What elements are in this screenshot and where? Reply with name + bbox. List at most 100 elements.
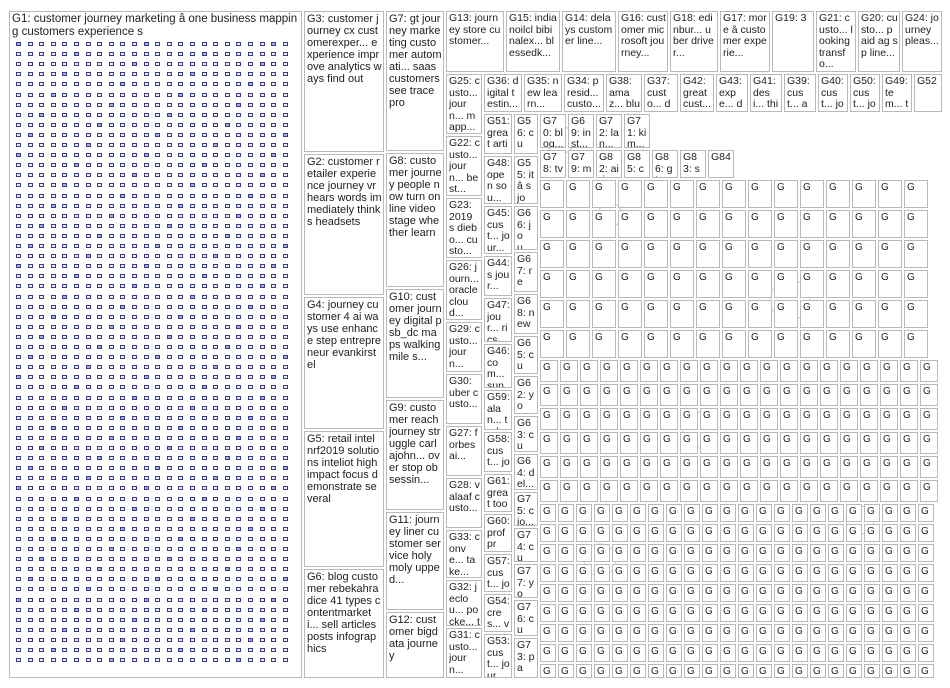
small-group[interactable]: G bbox=[900, 480, 918, 502]
small-group[interactable]: G bbox=[738, 624, 754, 642]
small-group[interactable]: G bbox=[560, 432, 578, 454]
small-group[interactable]: G bbox=[800, 180, 824, 208]
small-group[interactable]: G bbox=[560, 456, 578, 478]
small-group[interactable]: G bbox=[702, 524, 718, 542]
small-group[interactable]: G bbox=[644, 210, 668, 238]
group-G20[interactable]: G20: custo... paid ag sp line... bbox=[858, 11, 900, 72]
group-G52[interactable]: G52 bbox=[914, 74, 942, 112]
group-G34[interactable]: G34: presid... custo... bbox=[564, 74, 604, 112]
small-group[interactable]: G bbox=[612, 564, 628, 582]
small-group[interactable]: G bbox=[882, 544, 898, 562]
small-group[interactable]: G bbox=[576, 544, 592, 562]
small-group[interactable]: G bbox=[696, 330, 720, 358]
small-group[interactable]: G bbox=[748, 180, 772, 208]
small-group[interactable]: G bbox=[840, 480, 858, 502]
small-group[interactable]: G bbox=[828, 504, 844, 522]
small-group[interactable]: G bbox=[576, 524, 592, 542]
small-group[interactable]: G bbox=[846, 644, 862, 662]
small-group[interactable]: G bbox=[900, 544, 916, 562]
small-group[interactable]: G bbox=[648, 504, 664, 522]
small-group[interactable]: G bbox=[900, 408, 918, 430]
group-G64[interactable]: G64: del... cus... bbox=[514, 454, 538, 490]
small-group[interactable]: G bbox=[900, 456, 918, 478]
small-group[interactable]: G bbox=[648, 624, 664, 642]
small-group[interactable]: G bbox=[720, 384, 738, 406]
small-group[interactable]: G bbox=[592, 210, 616, 238]
small-group[interactable]: G bbox=[680, 384, 698, 406]
group-G24[interactable]: G24: journey pleas... bbox=[902, 11, 942, 72]
small-group[interactable]: G bbox=[860, 456, 878, 478]
group-G74[interactable]: G74: cus... bbox=[514, 528, 538, 562]
small-group[interactable]: G bbox=[792, 524, 808, 542]
group-G6[interactable]: G6: blog customer rebekahradice 41 types… bbox=[304, 569, 384, 678]
small-group[interactable]: G bbox=[840, 384, 858, 406]
small-group[interactable]: G bbox=[864, 644, 880, 662]
small-group[interactable]: G bbox=[792, 604, 808, 622]
small-group[interactable]: G bbox=[810, 564, 826, 582]
small-group[interactable]: G bbox=[880, 480, 898, 502]
small-group[interactable]: G bbox=[540, 270, 564, 298]
small-group[interactable]: G bbox=[620, 432, 638, 454]
small-group[interactable]: G bbox=[792, 644, 808, 662]
small-group[interactable]: G bbox=[660, 456, 678, 478]
small-group[interactable]: G bbox=[684, 604, 700, 622]
small-group[interactable]: G bbox=[620, 408, 638, 430]
small-group[interactable]: G bbox=[580, 408, 598, 430]
group-G58[interactable]: G58: cust... jour... bbox=[484, 432, 512, 472]
group-G55[interactable]: G55: itâ s jou... bbox=[514, 156, 538, 204]
small-group[interactable]: G bbox=[800, 300, 824, 328]
group-G8[interactable]: G8: customer journey people now turn onl… bbox=[386, 153, 444, 287]
small-group[interactable]: G bbox=[580, 360, 598, 382]
small-group[interactable]: G bbox=[594, 564, 610, 582]
small-group[interactable]: G bbox=[780, 408, 798, 430]
small-group[interactable]: G bbox=[630, 524, 646, 542]
small-group[interactable]: G bbox=[852, 300, 876, 328]
small-group[interactable]: G bbox=[618, 300, 642, 328]
group-G83[interactable]: G83: soci... bbox=[680, 150, 706, 178]
small-group[interactable]: G bbox=[540, 330, 564, 358]
small-group[interactable]: G bbox=[918, 564, 934, 582]
group-G37[interactable]: G37: custo... data... bbox=[644, 74, 678, 112]
small-group[interactable]: G bbox=[640, 456, 658, 478]
small-group[interactable]: G bbox=[900, 384, 918, 406]
small-group[interactable]: G bbox=[748, 210, 772, 238]
small-group[interactable]: G bbox=[860, 480, 878, 502]
group-G27[interactable]: G27: forbes ai... bbox=[446, 426, 482, 476]
small-group[interactable]: G bbox=[540, 524, 556, 542]
small-group[interactable]: G bbox=[800, 480, 818, 502]
small-group[interactable]: G bbox=[540, 300, 564, 328]
group-G2[interactable]: G2: customer retailer experience journey… bbox=[304, 154, 384, 295]
group-G72[interactable]: G72: lan... bbox=[596, 114, 622, 148]
small-group[interactable]: G bbox=[558, 524, 574, 542]
small-group[interactable]: G bbox=[900, 504, 916, 522]
small-group[interactable]: G bbox=[560, 408, 578, 430]
small-group[interactable]: G bbox=[630, 504, 646, 522]
small-group[interactable]: G bbox=[684, 524, 700, 542]
group-G44[interactable]: G44: s jour... bbox=[484, 256, 512, 296]
small-group[interactable]: G bbox=[760, 360, 778, 382]
small-group[interactable]: G bbox=[880, 432, 898, 454]
small-group[interactable]: G bbox=[828, 524, 844, 542]
small-group[interactable]: G bbox=[700, 432, 718, 454]
group-G31[interactable]: G31: custo... journ... bbox=[446, 628, 482, 678]
small-group[interactable]: G bbox=[618, 270, 642, 298]
small-group[interactable]: G bbox=[558, 544, 574, 562]
small-group[interactable]: G bbox=[580, 456, 598, 478]
small-group[interactable]: G bbox=[760, 384, 778, 406]
small-group[interactable]: G bbox=[780, 432, 798, 454]
small-group[interactable]: G bbox=[826, 210, 850, 238]
group-G13[interactable]: G13: journey store customer... bbox=[446, 11, 504, 72]
small-group[interactable]: G bbox=[840, 360, 858, 382]
small-group[interactable]: G bbox=[828, 604, 844, 622]
small-group[interactable]: G bbox=[860, 432, 878, 454]
group-G62[interactable]: G62: you... jou... bbox=[514, 376, 538, 414]
small-group[interactable]: G bbox=[680, 408, 698, 430]
small-group[interactable]: G bbox=[846, 544, 862, 562]
small-group[interactable]: G bbox=[612, 624, 628, 642]
small-group[interactable]: G bbox=[660, 384, 678, 406]
group-G3[interactable]: G3: customer journey cx customerexper...… bbox=[304, 11, 384, 152]
small-group[interactable]: G bbox=[720, 664, 736, 678]
small-group[interactable]: G bbox=[882, 644, 898, 662]
group-G71[interactable]: G71: kim... bbox=[624, 114, 650, 148]
small-group[interactable]: G bbox=[558, 504, 574, 522]
